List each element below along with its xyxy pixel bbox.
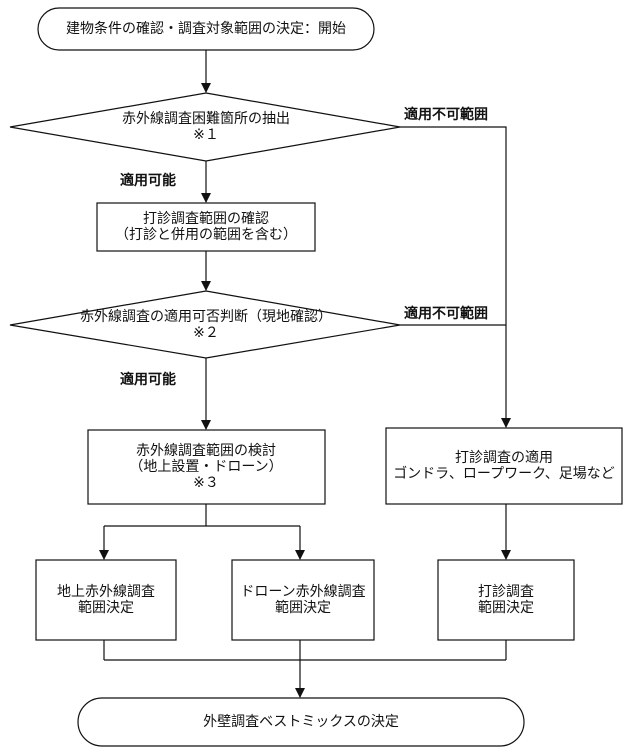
hammer-apply-subtext: ゴンドラ、ロープワーク、足場など	[393, 466, 615, 482]
drone-ir-box	[231, 559, 375, 641]
hammer-apply-label: 打診調査の適用 ゴンドラ、ロープワーク、足場など	[393, 450, 615, 482]
label-not-applicable-1: 適用不可範囲	[404, 107, 488, 123]
hammer-scope-box	[96, 202, 316, 252]
decision1-note: ※１	[193, 127, 219, 143]
ir-scope-box	[87, 429, 326, 505]
hammer-scope-label: 打診調査範囲の確認 （打診と併用の範囲を含む）	[115, 211, 297, 243]
line-d1-not-applicable	[400, 126, 511, 428]
start-label: 建物条件の確認・調査対象範囲の決定：開始	[66, 20, 346, 37]
decision2-text: 赤外線調査の適用可否判断（現地確認）	[80, 308, 332, 325]
ground-ir-text: 地上赤外線調査	[57, 583, 155, 600]
end-terminal	[77, 697, 525, 747]
hammer-decide-box	[437, 559, 575, 641]
ir-scope-text: 赤外線調査範囲の検討	[136, 442, 276, 459]
hammer-decide-text: 打診調査	[478, 583, 534, 600]
ir-scope-note: ※３	[193, 475, 219, 492]
ir-scope-label: 赤外線調査範囲の検討 （地上設置・ドローン） ※３	[129, 443, 282, 491]
drone-ir-text: ドローン赤外線調査	[240, 583, 366, 600]
decision1-label: 赤外線調査困難箇所の抽出 ※１	[122, 111, 290, 143]
end-label: 外壁調査ベストミックスの決定	[203, 713, 399, 730]
hammer-scope-subtext: （打診と併用の範囲を含む）	[115, 227, 297, 243]
label-applicable-2: 適用可能	[120, 372, 176, 388]
hammer-decide-subtext: 範囲決定	[478, 600, 534, 616]
drone-ir-label: ドローン赤外線調査 範囲決定	[240, 584, 365, 616]
ground-ir-subtext: 範囲決定	[78, 600, 134, 616]
hammer-apply-text: 打診調査の適用	[455, 449, 553, 466]
ground-ir-box	[35, 559, 177, 641]
label-not-applicable-2: 適用不可範囲	[404, 306, 488, 322]
decision1-text: 赤外線調査困難箇所の抽出	[122, 110, 290, 127]
hammer-apply-box	[385, 427, 623, 505]
ground-ir-label: 地上赤外線調査 範囲決定	[57, 584, 155, 616]
decision2-label: 赤外線調査の適用可否判断（現地確認） ※２	[80, 309, 332, 341]
decision2-note: ※２	[193, 325, 219, 341]
label-applicable-1: 適用可能	[120, 173, 176, 189]
hammer-decide-label: 打診調査 範囲決定	[478, 584, 534, 616]
ir-scope-subtext: （地上設置・ドローン）	[129, 458, 283, 475]
drone-ir-subtext: 範囲決定	[275, 600, 331, 616]
hammer-scope-text: 打診調査範囲の確認	[143, 210, 269, 227]
